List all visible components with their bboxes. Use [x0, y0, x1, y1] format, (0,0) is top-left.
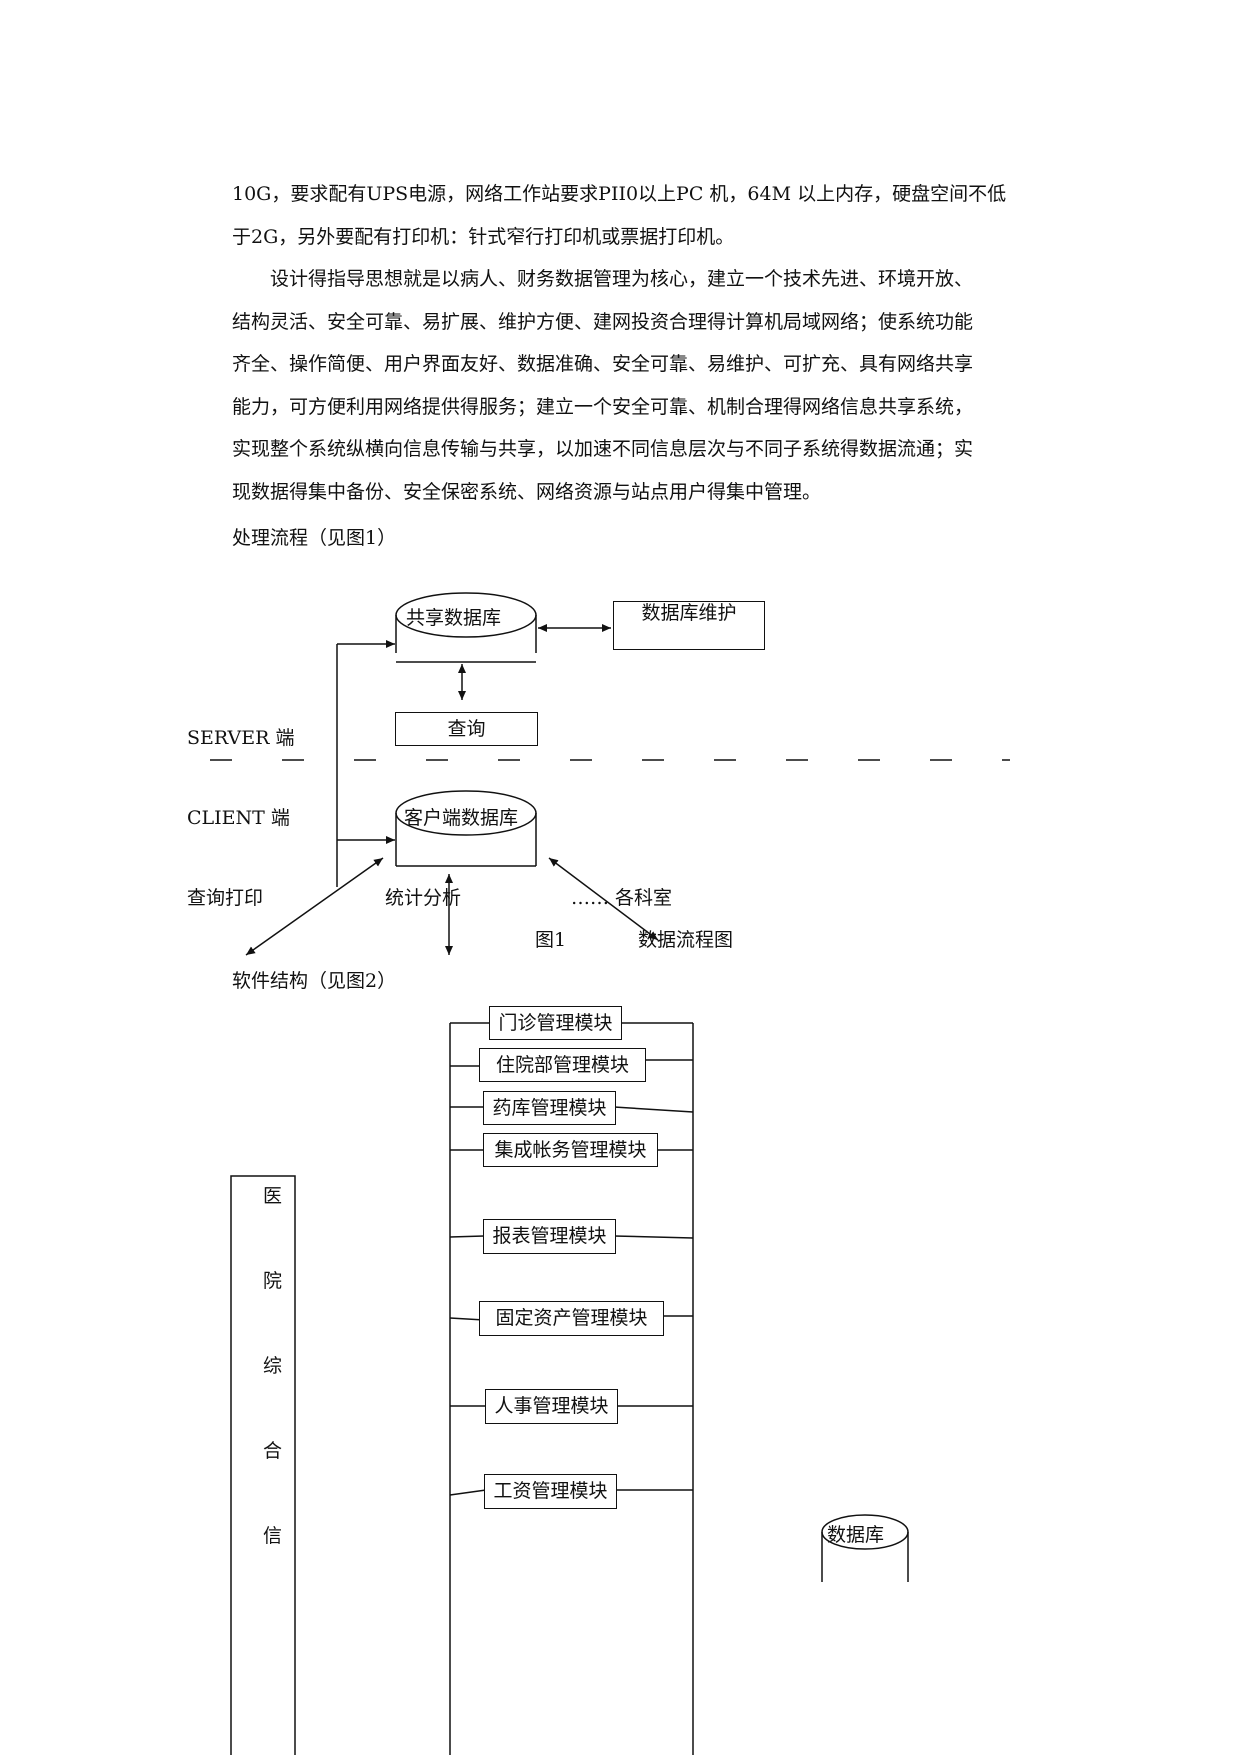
body-paragraph: 10G，要求配有UPS电源，网络工作站要求PII0以上PC 机，64M 以上内存… — [232, 173, 1098, 513]
module-box: 人事管理模块 — [485, 1389, 618, 1424]
system-label-char: 信 — [263, 1525, 283, 1547]
query-label: 查询 — [447, 717, 486, 740]
text-line: 设计得指导思想就是以病人、财务数据管理为核心，建立一个技术先进、环境开放、 — [232, 268, 974, 290]
text-line: 现数据得集中备份、安全保密系统、网络资源与站点用户得集中管理。 — [232, 480, 822, 503]
module-label: 住院部管理模块 — [495, 1053, 629, 1076]
text-line: 能力，可方便利用网络提供得服务；建立一个安全可靠、机制合理得网络信息共享系统， — [232, 395, 974, 418]
figure1-caption-number: 图1 — [535, 929, 567, 951]
server-side-label: SERVER 端 — [187, 727, 295, 749]
db-maintenance-label: 数据库维护 — [641, 602, 737, 624]
system-label-char: 综 — [263, 1355, 283, 1377]
module-box: 工资管理模块 — [484, 1474, 617, 1509]
client-db-label: 客户端数据库 — [404, 807, 519, 829]
text-line: 结构灵活、安全可靠、易扩展、维护方便、建网投资合理得计算机局域网络；使系统功能 — [232, 310, 974, 333]
text-line: 实现整个系统纵横向信息传输与共享，以加速不同信息层次与不同子系统得数据流通；实 — [232, 438, 974, 460]
text-line: 于2G，另外要配有打印机：针式窄行打印机或票据打印机。 — [232, 225, 735, 248]
text-line: 齐全、操作简便、用户界面友好、数据准确、安全可靠、易维护、可扩充、具有网络共享 — [232, 353, 974, 375]
client-side-label: CLIENT 端 — [187, 807, 290, 829]
module-box: 固定资产管理模块 — [479, 1301, 664, 1336]
query-box: 查询 — [395, 712, 538, 746]
stat-analysis-label: 统计分析 — [385, 887, 462, 909]
module-label: 集成帐务管理模块 — [494, 1138, 647, 1161]
query-print-label: 查询打印 — [187, 887, 264, 909]
database-label: 数据库 — [827, 1524, 885, 1546]
departments-label: …… 各科室 — [571, 887, 673, 909]
system-label-char: 院 — [263, 1270, 283, 1292]
module-box: 门诊管理模块 — [489, 1006, 622, 1040]
module-box: 报表管理模块 — [483, 1219, 616, 1254]
text-line: 10G，要求配有UPS电源，网络工作站要求PII0以上PC 机，64M 以上内存… — [232, 183, 1007, 205]
module-box: 药库管理模块 — [483, 1091, 616, 1125]
shared-db-label: 共享数据库 — [406, 607, 502, 629]
module-label: 门诊管理模块 — [498, 1011, 613, 1034]
module-label: 报表管理模块 — [492, 1225, 607, 1247]
module-box: 集成帐务管理模块 — [483, 1133, 658, 1167]
system-label-char: 合 — [263, 1440, 283, 1462]
system-label-char: 医 — [263, 1185, 283, 1207]
section-heading-process: 处理流程（见图1） — [232, 527, 397, 549]
module-label: 固定资产管理模块 — [495, 1307, 648, 1329]
module-label: 人事管理模块 — [494, 1395, 609, 1417]
module-label: 药库管理模块 — [492, 1096, 607, 1119]
module-label: 工资管理模块 — [493, 1480, 608, 1502]
section-heading-structure: 软件结构（见图2） — [232, 970, 397, 992]
module-box: 住院部管理模块 — [479, 1048, 646, 1082]
figure1-caption-title: 数据流程图 — [638, 929, 734, 951]
db-maintenance-box: 数据库维护 — [613, 601, 765, 650]
